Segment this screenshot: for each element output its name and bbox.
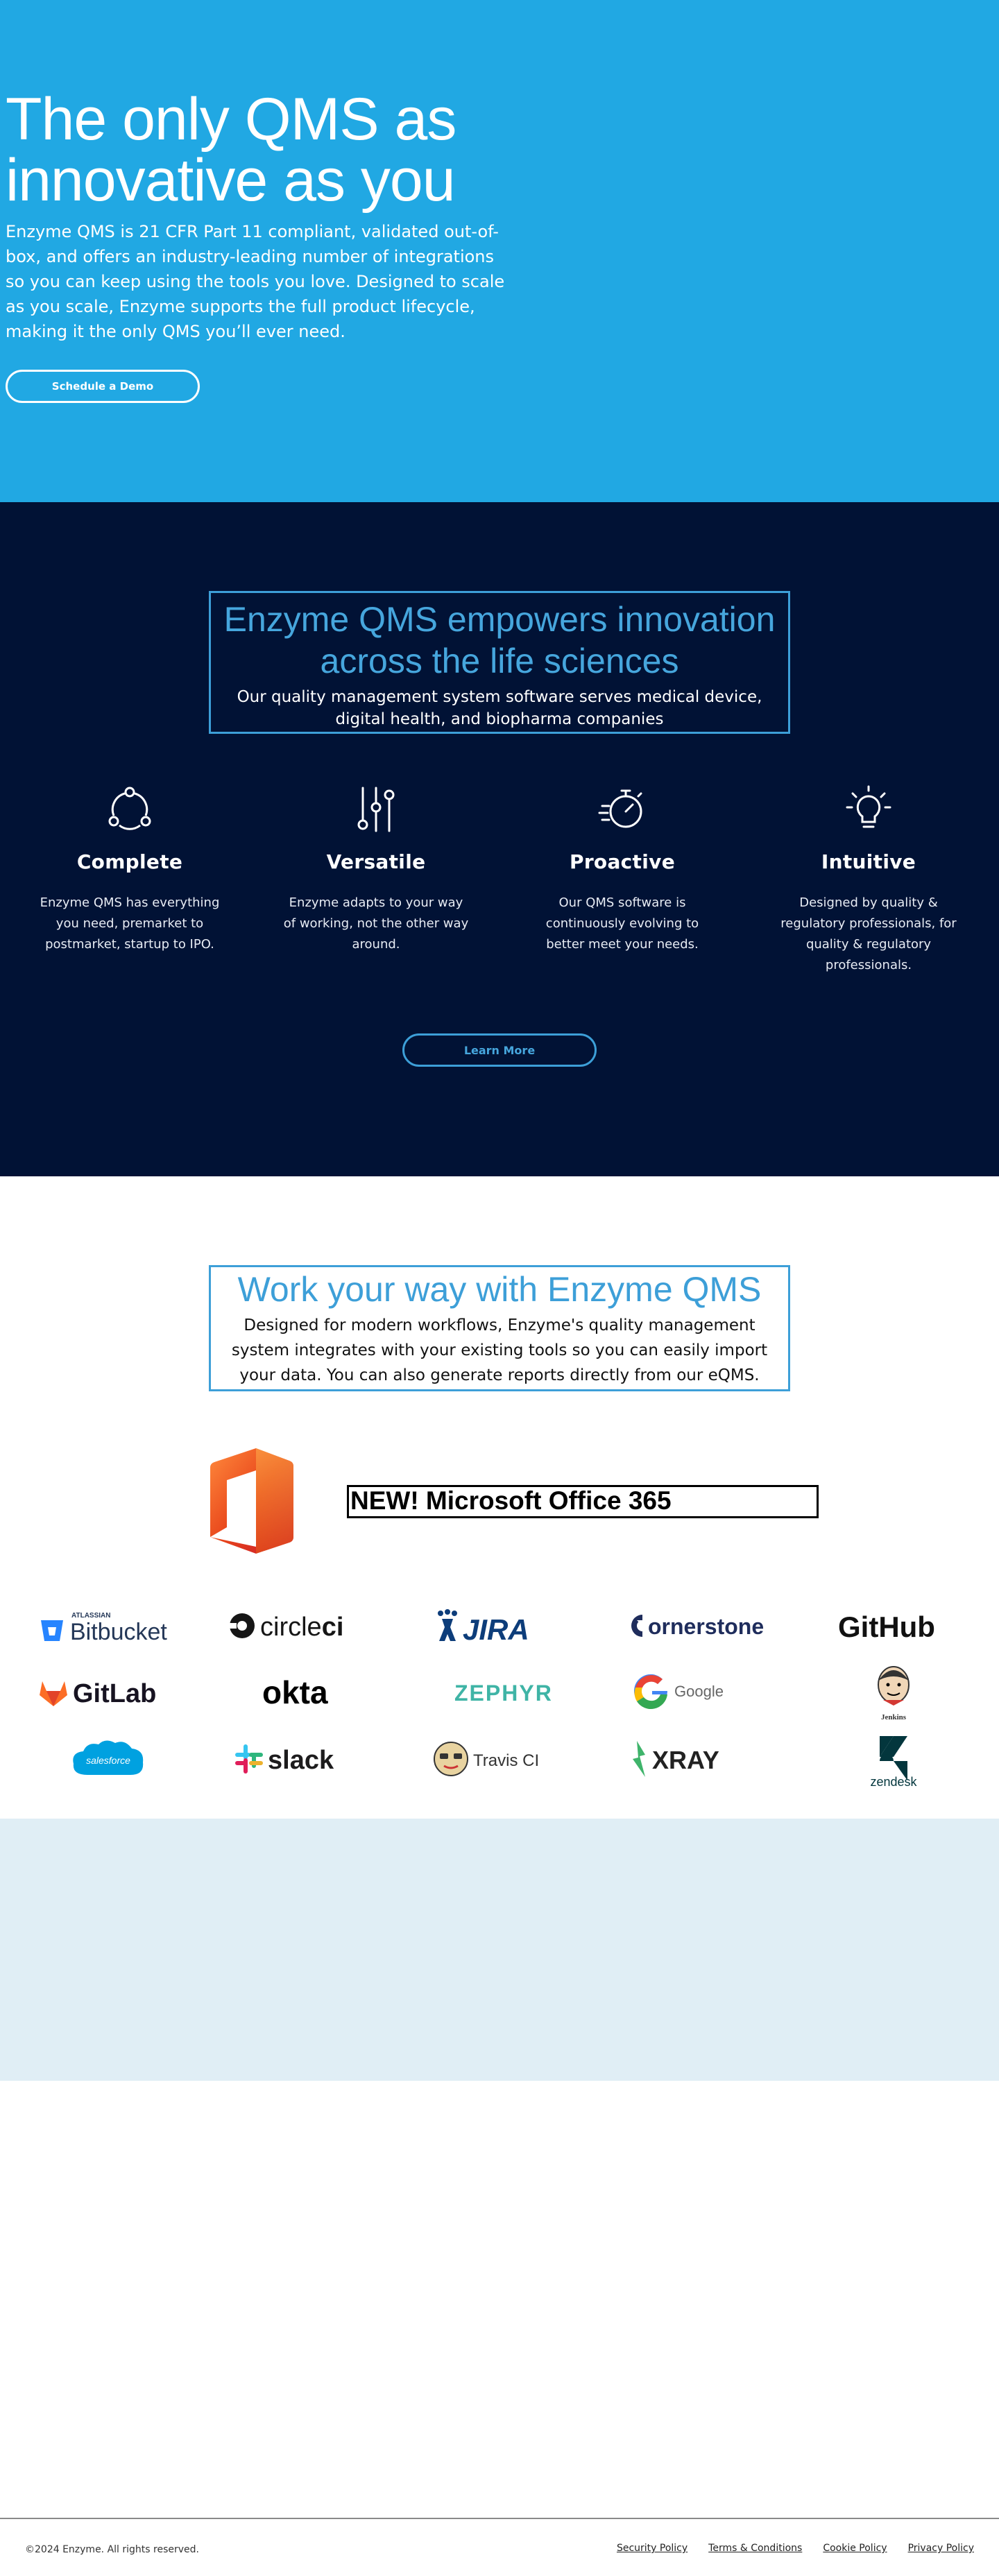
svg-text:GitHub: GitHub (838, 1611, 935, 1643)
feature-complete: Complete Enzyme QMS has everything you n… (19, 785, 241, 955)
svg-text:ZEPHYR: ZEPHYR (454, 1681, 553, 1706)
svg-text:XRAY: XRAY (652, 1746, 719, 1774)
footer-copyright: ©2024 Enzyme. All rights reserved. (25, 2544, 199, 2555)
empower-subtitle: Our quality management system software s… (237, 688, 762, 728)
footer-link-cookie-policy[interactable]: Cookie Policy (823, 2543, 887, 2554)
okta-logo: okta (216, 1663, 383, 1719)
svg-text:Jenkins: Jenkins (881, 1713, 907, 1721)
feature-text: Designed by quality & regulatory profess… (780, 895, 957, 972)
integrations-subtitle: Designed for modern workflows, Enzyme's … (231, 1316, 768, 1384)
svg-text:Travis CI: Travis CI (473, 1751, 539, 1770)
sliders-icon (357, 787, 395, 832)
schedule-demo-button[interactable]: Schedule a Demo (6, 370, 200, 403)
travis-ci-logo: Travis CI (416, 1731, 583, 1787)
feature-versatile: Versatile Enzyme adapts to your way of w… (265, 785, 487, 955)
github-logo: GitHub (810, 1598, 977, 1654)
integrations-section: Work your way with Enzyme QMS Designed f… (0, 1176, 999, 1819)
slack-logo: slack (216, 1731, 383, 1787)
footer-links: Security Policy Terms & Conditions Cooki… (617, 2543, 974, 2554)
bitbucket-logo: ATLASSIAN Bitbucket (25, 1598, 191, 1654)
footer-link-privacy-policy[interactable]: Privacy Policy (907, 2543, 974, 2554)
svg-text:zendesk: zendesk (870, 1775, 917, 1789)
feature-proactive: Proactive Our QMS software is continuous… (511, 785, 733, 955)
circleci-logo: circleci (216, 1598, 383, 1654)
svg-text:Google: Google (674, 1683, 724, 1700)
svg-text:Bitbucket: Bitbucket (70, 1619, 167, 1645)
svg-text:ornerstone: ornerstone (648, 1614, 764, 1639)
svg-text:okta: okta (262, 1674, 328, 1710)
feature-text: Our QMS software is continuously evolvin… (545, 895, 699, 952)
hero-description: Enzyme QMS is 21 CFR Part 11 compliant, … (6, 222, 505, 341)
zephyr-logo: ZEPHYR (416, 1663, 583, 1719)
integrations-heading-box: Work your way with Enzyme QMS Designed f… (209, 1265, 790, 1391)
svg-text:circleci: circleci (260, 1613, 343, 1642)
zendesk-logo: zendesk (810, 1728, 977, 1789)
office-365-label: NEW! Microsoft Office 365 (347, 1485, 819, 1518)
google-logo: Google (617, 1663, 784, 1719)
feature-title: Intuitive (821, 850, 916, 873)
footer-link-security-policy[interactable]: Security Policy (616, 2543, 688, 2554)
empower-heading-box: Enzyme QMS empowers innovation across th… (209, 591, 790, 734)
hero-title: The only QMS as innovative as you (6, 86, 456, 214)
light-blue-band (0, 1819, 999, 2081)
lightbulb-icon (846, 785, 891, 828)
svg-text:JIRA: JIRA (463, 1613, 529, 1645)
feature-title: Proactive (570, 850, 675, 873)
feature-intuitive: Intuitive Designed by quality & regulato… (758, 785, 980, 976)
gitlab-logo: GitLab (25, 1663, 191, 1719)
feature-text: Enzyme QMS has everything you need, prem… (40, 895, 220, 952)
hero-section: The only QMS as innovative as you Enzyme… (0, 0, 999, 502)
svg-text:GitLab: GitLab (73, 1679, 156, 1708)
office-365-logo (207, 1445, 296, 1559)
jira-logo: JIRA (416, 1598, 583, 1654)
cycle-icon (108, 787, 151, 830)
feature-title: Complete (76, 850, 183, 873)
feature-title: Versatile (326, 850, 426, 873)
footer-link-terms[interactable]: Terms & Conditions (708, 2543, 803, 2554)
learn-more-button[interactable]: Learn More (402, 1033, 597, 1067)
empower-title: Enzyme QMS empowers innovation across th… (223, 600, 776, 680)
svg-text:slack: slack (268, 1746, 334, 1775)
integrations-title: Work your way with Enzyme QMS (237, 1270, 762, 1309)
xray-logo: XRAY (617, 1731, 784, 1787)
cornerstone-logo: ornerstone (617, 1598, 784, 1654)
svg-text:salesforce: salesforce (86, 1755, 130, 1766)
jenkins-logo: Jenkins (810, 1658, 977, 1724)
empower-section: Enzyme QMS empowers innovation across th… (0, 502, 999, 1176)
footer: ©2024 Enzyme. All rights reserved. Secur… (0, 2518, 999, 2576)
stopwatch-icon (598, 789, 642, 828)
salesforce-logo: salesforce (25, 1731, 191, 1787)
feature-text: Enzyme adapts to your way of working, no… (283, 895, 469, 952)
svg-text:ATLASSIAN: ATLASSIAN (71, 1612, 110, 1620)
